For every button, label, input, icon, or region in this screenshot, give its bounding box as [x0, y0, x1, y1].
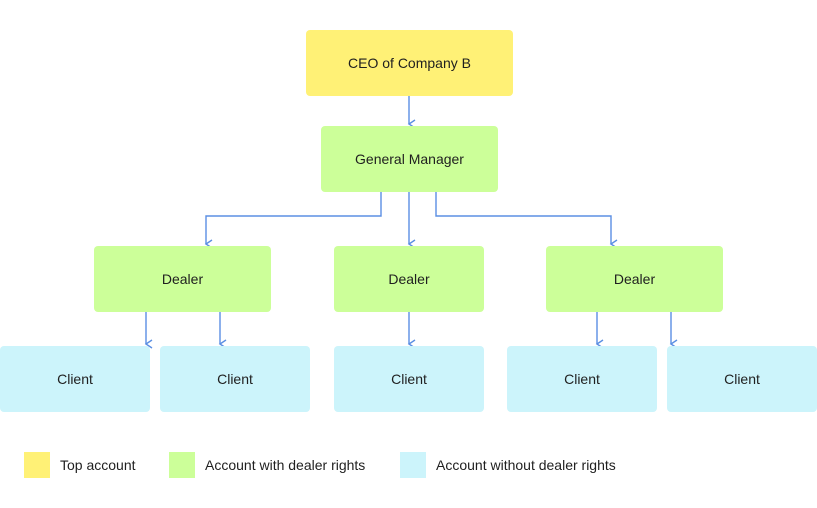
legend-label-top: Top account [60, 457, 136, 473]
legend-swatch-no-dealer-rights [400, 452, 426, 478]
dealer-node-1: Dealer [94, 246, 271, 312]
connector-gm-dealer-1 [204, 192, 382, 249]
client-node-4: Client [507, 346, 657, 412]
dealer-node-3: Dealer [546, 246, 723, 312]
dealer-node-2: Dealer [334, 246, 484, 312]
legend-swatch-top [24, 452, 50, 478]
client-node-5: Client [667, 346, 817, 412]
general-manager-node: General Manager [321, 126, 498, 192]
legend-swatch-dealer-rights [169, 452, 195, 478]
legend-label-dealer-rights: Account with dealer rights [205, 457, 366, 473]
connector-gm-dealer-3 [435, 192, 618, 249]
legend-label-no-dealer-rights: Account without dealer rights [436, 457, 616, 473]
client-node-1: Client [0, 346, 150, 412]
client-node-3: Client [334, 346, 484, 412]
client-node-2: Client [160, 346, 310, 412]
ceo-node: CEO of Company B [306, 30, 513, 96]
